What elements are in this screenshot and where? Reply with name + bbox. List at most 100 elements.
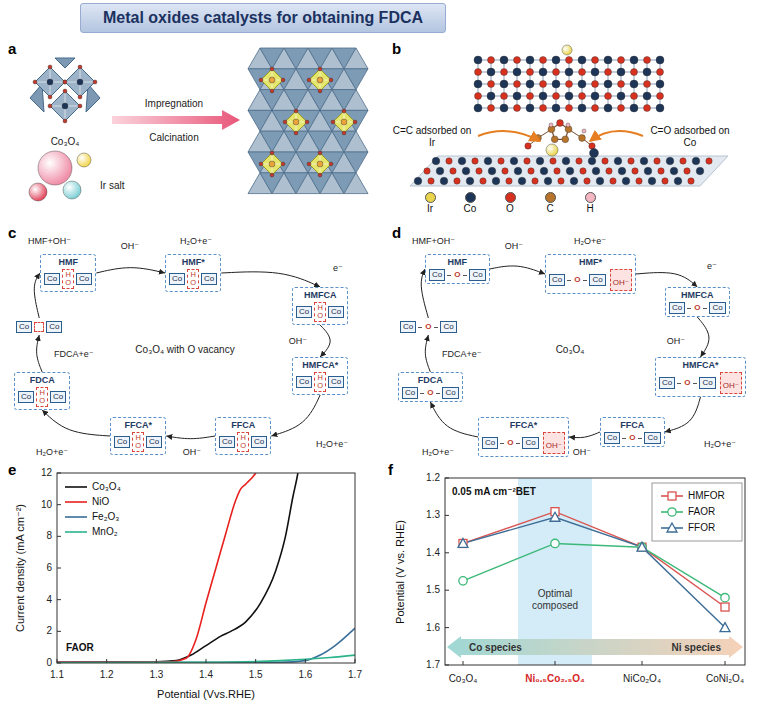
tick-label: 4 xyxy=(46,594,52,606)
oxygen-atom xyxy=(307,162,311,166)
vacancy-box: H O xyxy=(237,432,249,452)
oxygen-atom xyxy=(610,178,616,184)
cobalt-atom xyxy=(674,177,682,185)
band-text: Optimal composed xyxy=(518,588,592,612)
tick-label: 1.6 xyxy=(426,622,440,634)
species-box: HMFCoOCo xyxy=(425,254,490,284)
cobalt-box: Co xyxy=(400,321,416,333)
oxygen-atom xyxy=(93,80,97,84)
legend-text: Ir xyxy=(427,203,433,215)
metal-atom xyxy=(341,119,347,125)
cobalt-atom xyxy=(440,177,448,185)
panel-letter: f xyxy=(388,461,393,478)
tick-mark xyxy=(445,627,449,628)
oxygen-atom xyxy=(353,120,357,124)
legend-swatch xyxy=(545,192,556,203)
species-label: OH⁻ xyxy=(505,241,523,251)
cobalt-atom xyxy=(578,80,586,88)
oxygen-atom xyxy=(632,168,638,174)
oxygen-atom xyxy=(318,89,322,93)
oxygen-label: O xyxy=(683,378,691,388)
tick-label: 6 xyxy=(46,562,52,574)
oxygen-atom xyxy=(576,158,582,164)
legend-item: C xyxy=(538,192,562,215)
legend-text: FFOR xyxy=(688,522,715,534)
site-row: CoH OCo xyxy=(18,387,66,407)
legend-item: FFOR xyxy=(660,521,715,535)
oxygen-label: O xyxy=(453,270,461,280)
oxygen-label: O xyxy=(693,303,701,313)
species-name: FFCA* xyxy=(510,420,538,431)
oxygen-atom xyxy=(48,95,52,99)
species-box: HMFCACoOCo xyxy=(665,287,730,317)
species-label: H₂O+e⁻ xyxy=(316,439,348,449)
panel-letter: b xyxy=(392,40,401,57)
cobalt-atom xyxy=(622,177,630,185)
species-box: FDCACoH OCo xyxy=(14,372,70,410)
surface-slab xyxy=(410,156,728,186)
oxygen-atom xyxy=(318,67,322,71)
oxygen-atom xyxy=(606,168,612,174)
cobalt-atom xyxy=(617,68,625,76)
oxygen-atom xyxy=(636,178,642,184)
species-box: FFCA*CoOCoOH⁻ xyxy=(478,417,569,457)
tick-mark xyxy=(57,536,61,537)
oxygen-atom xyxy=(475,69,482,76)
tick-mark xyxy=(57,631,61,632)
tick-label: CoNi₂O₄ xyxy=(706,673,744,685)
oxygen-atom xyxy=(283,120,287,124)
legend-sample xyxy=(660,506,684,518)
tick-mark xyxy=(355,659,356,663)
oxygen-atom xyxy=(78,104,82,108)
oxygen-atom xyxy=(428,178,434,184)
vacancy-box: H O xyxy=(314,302,326,322)
annotation: Co₃O₄ with O vacancy xyxy=(135,344,234,356)
cobalt-atom xyxy=(591,92,599,100)
cobalt-box: Co xyxy=(429,269,445,281)
circle-marker xyxy=(668,508,676,516)
axis-title: Current density (mA cm⁻²) xyxy=(14,504,27,632)
cobalt-atom xyxy=(487,92,495,100)
square-marker xyxy=(638,543,646,551)
site-row: CoH OCo xyxy=(296,372,344,392)
cobalt-box: Co xyxy=(522,437,538,449)
tick-label: 1.1 xyxy=(50,669,64,681)
bond-line xyxy=(567,280,571,281)
annotation: Ir salt xyxy=(100,180,124,192)
hydroxyl-text: OH⁻ xyxy=(723,381,739,390)
oxygen-atom xyxy=(501,93,508,100)
hydrogen-atom xyxy=(582,129,586,133)
chart-note: 0.05 mA cm⁻²BET xyxy=(452,486,536,498)
species-label: HMF+OH⁻ xyxy=(412,236,455,246)
tick-mark xyxy=(725,661,726,665)
species-name: HMF xyxy=(58,257,78,268)
species-label: OH⁻ xyxy=(121,241,139,251)
legend-swatch xyxy=(465,192,476,203)
vacancy-box: H O xyxy=(36,387,48,407)
arrow-text: Ni species xyxy=(672,642,721,653)
oxygen-atom xyxy=(502,168,508,174)
tick-label: NiCo₂O₄ xyxy=(623,673,661,685)
cobalt-box: Co xyxy=(604,432,620,444)
oxygen-atom xyxy=(63,89,67,93)
oxygen-atom xyxy=(33,80,37,84)
species-name: HMF* xyxy=(579,257,602,268)
legend-item: Co xyxy=(458,192,482,215)
oxygen-atom xyxy=(514,105,521,112)
legend-item: H xyxy=(578,192,602,215)
cobalt-atom xyxy=(474,56,482,64)
cobalt-atom xyxy=(656,56,664,64)
oxygen-atom xyxy=(63,80,67,84)
cobalt-atom xyxy=(643,92,651,100)
oxygen-atom xyxy=(579,93,586,100)
oxygen-atom xyxy=(506,178,512,184)
annotation: Co₃O₄ xyxy=(51,136,80,148)
oxygen-atom xyxy=(532,178,538,184)
plot-frame xyxy=(445,478,745,665)
cobalt-box: Co xyxy=(296,306,312,318)
metal-atom xyxy=(47,79,53,85)
tick-label: 12 xyxy=(41,467,52,479)
cycle-arrow xyxy=(430,402,478,437)
cobalt-atom xyxy=(591,68,599,76)
